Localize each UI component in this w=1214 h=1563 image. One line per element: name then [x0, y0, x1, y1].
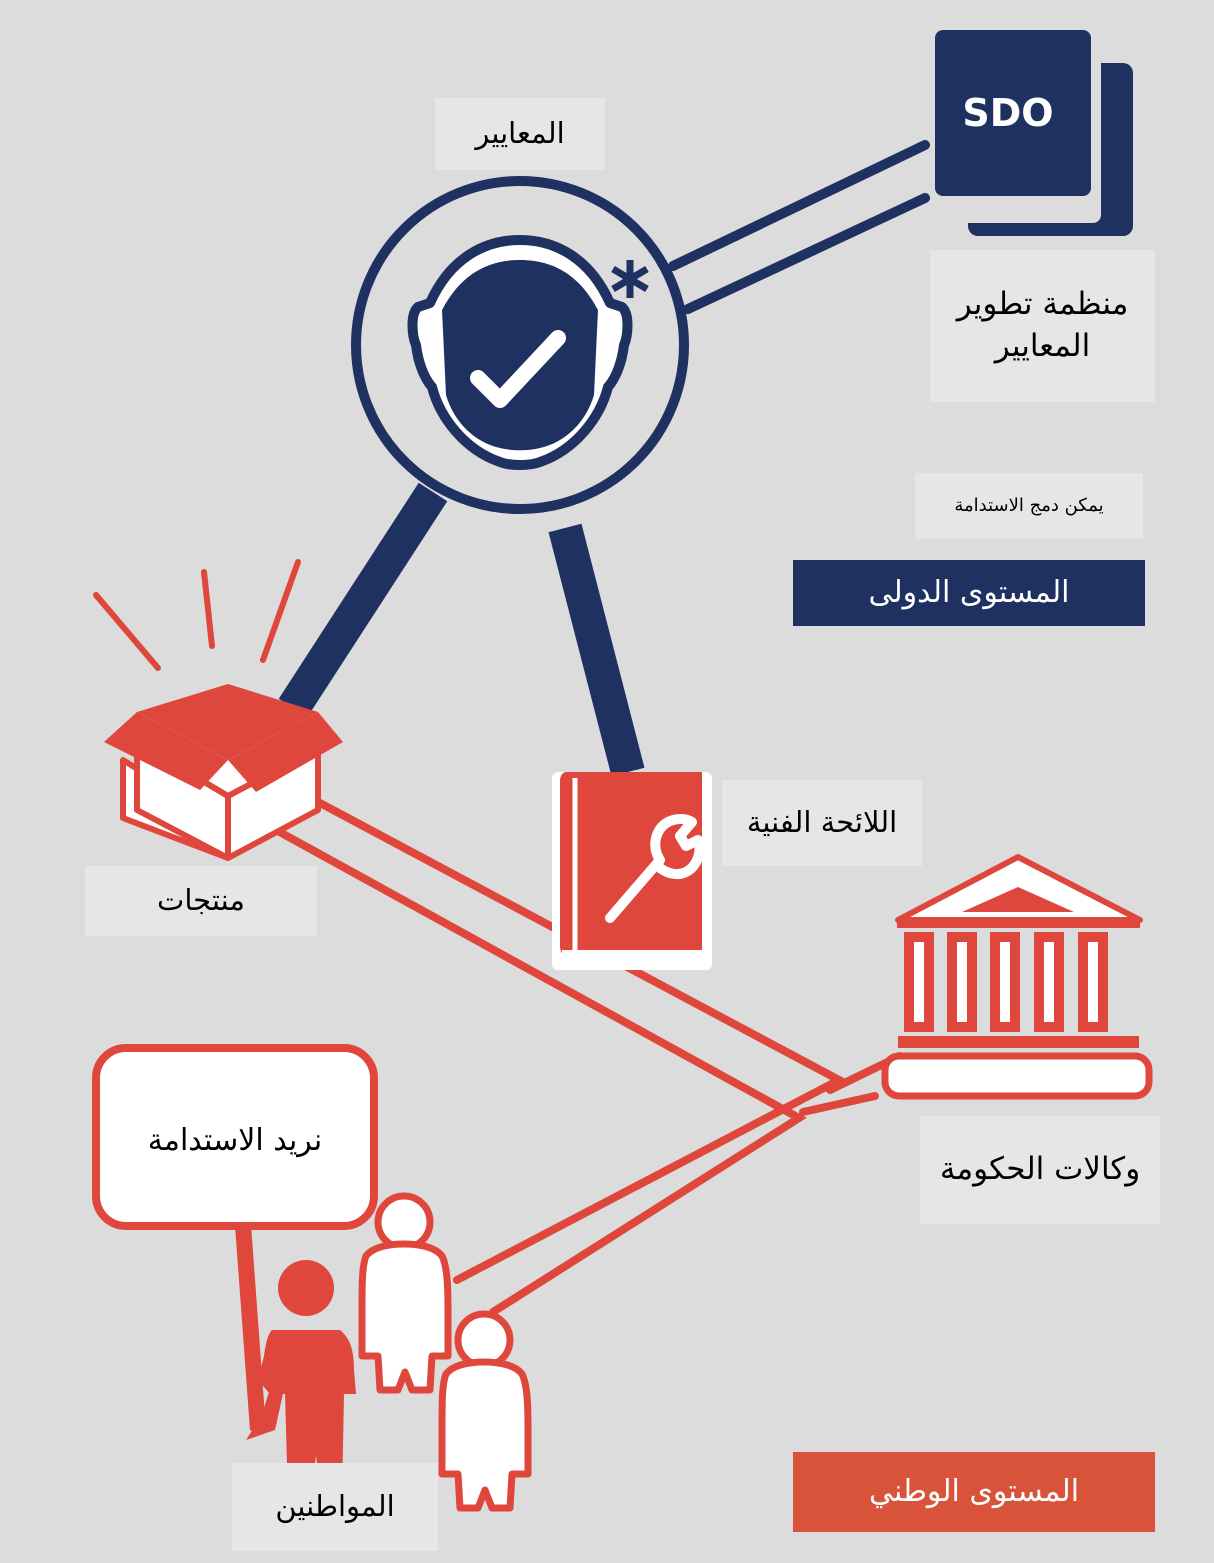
- asterisk-icon: [611, 260, 649, 298]
- open-box-icon: [93, 559, 343, 861]
- red-person-icon: [246, 1260, 356, 1500]
- government-agencies-label: وكالات الحكومة: [920, 1116, 1160, 1224]
- sign-text: نريد الاستدامة: [148, 1123, 322, 1158]
- protest-sign: نريد الاستدامة: [92, 1044, 378, 1431]
- sdo-connector: [668, 140, 930, 314]
- technical-regulation-label: اللائحة الفنية: [722, 780, 922, 866]
- technical-manual-icon: [552, 772, 712, 970]
- citizens-icon: [246, 1192, 532, 1512]
- products-label: منتجات: [85, 866, 317, 936]
- standards-struts: [278, 482, 645, 777]
- sdo-document-icon: SDO: [935, 30, 1133, 236]
- international-level-banner: المستوى الدولى: [793, 560, 1145, 626]
- certified-standard-icon: [351, 176, 689, 514]
- national-level-banner: المستوى الوطني: [793, 1452, 1155, 1532]
- white-person-icon: [358, 1192, 452, 1394]
- sdo-name-label: منظمة تطوير المعايير: [930, 250, 1155, 402]
- white-person-icon: [438, 1310, 532, 1512]
- sustainability-note: يمكن دمج الاستدامة: [915, 473, 1143, 539]
- citizens-label: المواطنين: [232, 1463, 438, 1551]
- standards-label: المعايير: [435, 98, 605, 170]
- sdo-logo-text: SDO: [962, 91, 1053, 135]
- government-building-icon: [881, 854, 1153, 1100]
